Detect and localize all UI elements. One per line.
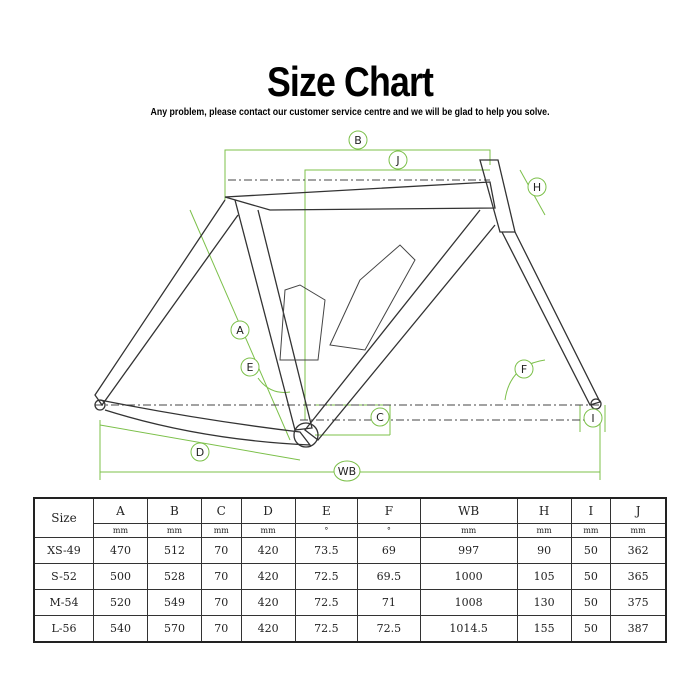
value-cell: 1014.5: [419, 615, 518, 643]
value-cell: 105: [516, 563, 572, 590]
unit-cell: mm: [146, 523, 202, 538]
value-cell: 50: [570, 563, 612, 590]
label-H: H: [527, 177, 547, 197]
label-D: D: [190, 442, 210, 462]
svg-text:I: I: [591, 412, 594, 425]
label-C: C: [370, 407, 390, 427]
col-header: F: [357, 497, 421, 524]
size-cell: S-52: [33, 563, 94, 590]
value-cell: 50: [570, 615, 612, 643]
value-cell: 549: [146, 589, 202, 616]
col-header: C: [200, 497, 242, 524]
size-cell: L-56: [33, 615, 94, 643]
value-cell: 570: [146, 615, 202, 643]
unit-cell: mm: [516, 523, 572, 538]
value-cell: 72.5: [357, 615, 421, 643]
svg-text:E: E: [247, 361, 254, 374]
value-cell: 69: [357, 537, 421, 564]
svg-text:D: D: [196, 446, 204, 459]
value-cell: 387: [610, 615, 667, 643]
svg-text:A: A: [236, 324, 244, 337]
svg-text:J: J: [395, 154, 399, 167]
col-header: J: [610, 497, 667, 524]
value-cell: 130: [516, 589, 572, 616]
value-cell: 420: [240, 537, 296, 564]
table-header-row: Size A B C D E F WB H I J: [33, 497, 667, 538]
value-cell: 1000: [419, 563, 518, 590]
size-cell: XS-49: [33, 537, 94, 564]
label-B: B: [348, 130, 368, 150]
value-cell: 528: [146, 563, 202, 590]
col-header: E: [294, 497, 359, 524]
label-A: A: [230, 320, 250, 340]
value-cell: 72.5: [294, 589, 359, 616]
svg-text:C: C: [376, 411, 384, 424]
value-cell: 362: [610, 537, 667, 564]
size-header: Size: [33, 497, 94, 538]
subtitle: Any problem, please contact our customer…: [150, 107, 550, 118]
value-cell: 69.5: [357, 563, 421, 590]
value-cell: 70: [200, 589, 242, 616]
value-cell: 70: [200, 537, 242, 564]
label-F: F: [514, 359, 534, 379]
value-cell: 72.5: [294, 615, 359, 643]
label-J: J: [388, 150, 408, 170]
label-I: I: [583, 408, 603, 428]
table-unit-row: mm mm mm mm ° ° mm mm mm mm: [34, 523, 667, 538]
unit-cell: mm: [200, 523, 242, 538]
col-header: I: [570, 497, 612, 524]
svg-text:H: H: [533, 181, 541, 194]
label-WB: WB: [333, 460, 361, 482]
col-header: H: [516, 497, 572, 524]
value-cell: 420: [240, 589, 296, 616]
value-cell: 520: [93, 589, 148, 616]
value-cell: 155: [516, 615, 572, 643]
col-header: A: [93, 497, 148, 524]
unit-cell: mm: [93, 523, 148, 538]
col-header: B: [146, 497, 202, 524]
value-cell: 70: [200, 615, 242, 643]
unit-cell: mm: [419, 523, 518, 538]
svg-text:B: B: [354, 134, 362, 147]
water-bottles: [279, 244, 416, 361]
value-cell: 500: [93, 563, 148, 590]
dimension-lines: [99, 149, 606, 480]
label-E: E: [240, 357, 260, 377]
page-title: Size Chart: [266, 58, 434, 105]
size-table: Size A B C D E F WB H I J mm mm mm mm ° …: [33, 497, 667, 643]
value-cell: 997: [419, 537, 518, 564]
frame-outline: [94, 159, 602, 448]
svg-text:WB: WB: [338, 465, 356, 478]
value-cell: 512: [146, 537, 202, 564]
col-header: WB: [419, 497, 518, 524]
unit-cell: mm: [570, 523, 612, 538]
svg-text:F: F: [521, 363, 527, 376]
value-cell: 365: [610, 563, 667, 590]
value-cell: 70: [200, 563, 242, 590]
value-cell: 73.5: [294, 537, 359, 564]
unit-cell: mm: [610, 523, 667, 538]
value-cell: 50: [570, 589, 612, 616]
value-cell: 470: [93, 537, 148, 564]
value-cell: 420: [240, 615, 296, 643]
value-cell: 375: [610, 589, 667, 616]
value-cell: 72.5: [294, 563, 359, 590]
col-header: D: [240, 497, 296, 524]
unit-cell: °: [357, 523, 421, 538]
size-cell: M-54: [33, 589, 94, 616]
value-cell: 90: [516, 537, 572, 564]
value-cell: 420: [240, 563, 296, 590]
value-cell: 71: [357, 589, 421, 616]
value-cell: 540: [93, 615, 148, 643]
value-cell: 50: [570, 537, 612, 564]
unit-cell: mm: [240, 523, 296, 538]
bike-frame-diagram: B J H A E F C D WB I: [94, 130, 606, 482]
unit-cell: °: [294, 523, 359, 538]
value-cell: 1008: [419, 589, 518, 616]
